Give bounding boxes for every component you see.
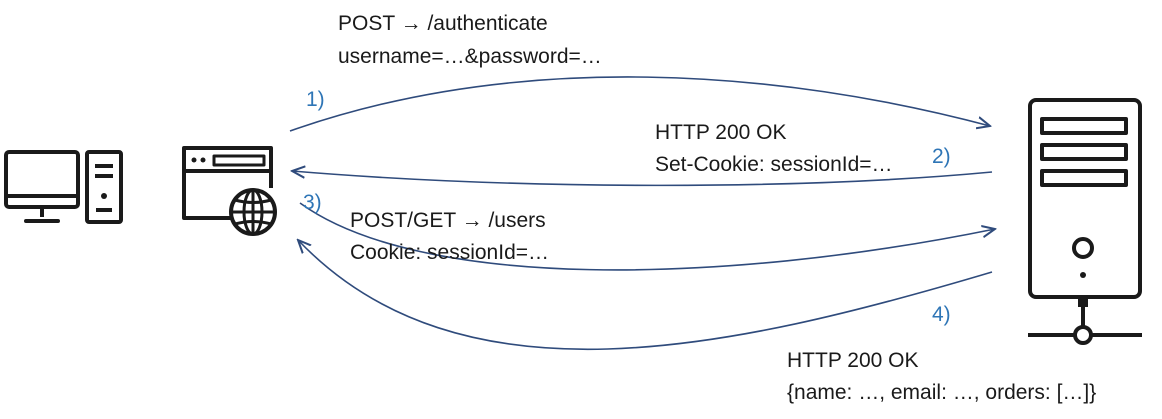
step-3-cookie-header: Cookie: sessionId=… xyxy=(350,241,550,264)
step-1-request-line: POST → /authenticate xyxy=(338,12,548,35)
arrow-step-1-request xyxy=(289,76,990,132)
step-3-request-line: POST/GET → /users xyxy=(350,209,546,232)
web-browser-icon xyxy=(182,146,277,236)
step-number-1: 1) xyxy=(306,88,325,111)
desktop-computer-icon xyxy=(4,150,123,224)
step-number-4: 4) xyxy=(932,303,951,326)
step-2-set-cookie-header: Set-Cookie: sessionId=… xyxy=(655,153,893,176)
step-number-3: 3) xyxy=(303,191,322,214)
arrow-step-4-response xyxy=(298,240,993,351)
step-4-status-line: HTTP 200 OK xyxy=(787,349,919,372)
arrow-step-2-response xyxy=(292,171,993,187)
step-number-2: 2) xyxy=(932,145,951,168)
server-tower-icon xyxy=(1028,98,1142,345)
arrow-step-3-request xyxy=(299,202,995,271)
step-2-status-line: HTTP 200 OK xyxy=(655,121,787,144)
step-4-response-body: {name: …, email: …, orders: […]} xyxy=(787,381,1097,404)
step-1-request-body: username=…&password=… xyxy=(338,45,602,68)
